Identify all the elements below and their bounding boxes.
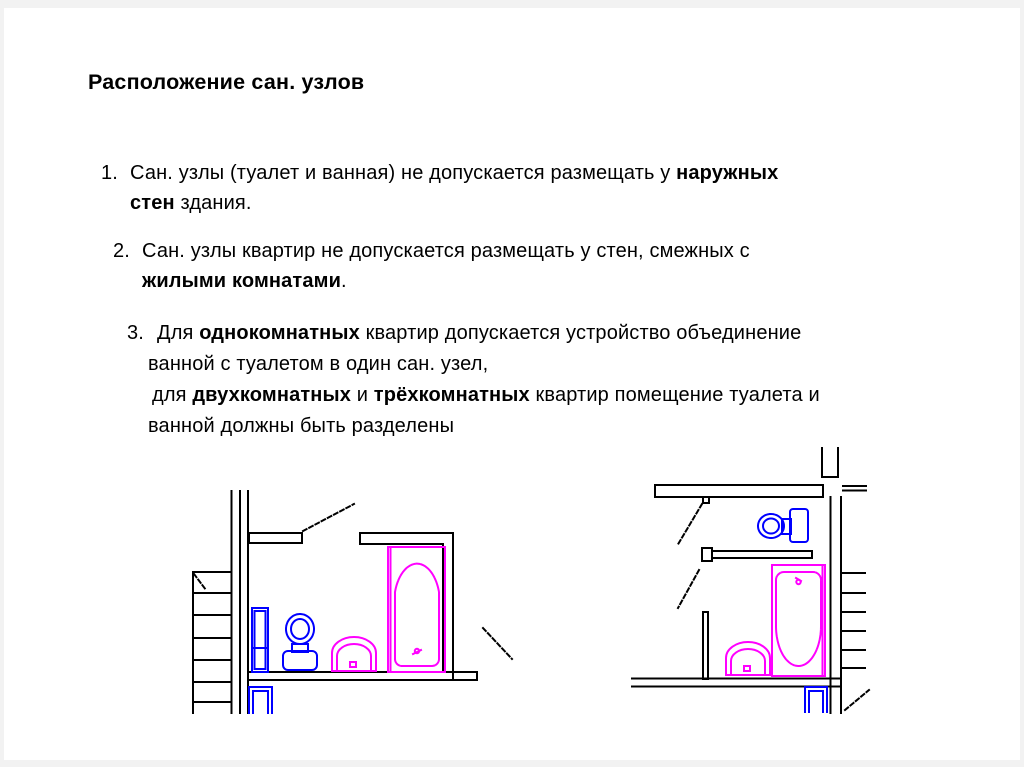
exterior-wall <box>631 447 867 714</box>
door-swing-icon <box>676 568 701 610</box>
slide-edge-left <box>0 0 4 767</box>
slide-title: Расположение сан. узлов <box>88 70 365 94</box>
floor-plan-combined-bathroom <box>192 490 514 714</box>
sink-icon <box>725 641 771 676</box>
list-item-1-number: 1. <box>101 162 118 184</box>
riser-shaft-icon <box>251 607 269 673</box>
exterior-wall <box>230 490 249 714</box>
list-item-3-text: Для однокомнатных квартир допускается ус… <box>148 322 820 437</box>
list-item-3-number: 3. <box>127 322 144 344</box>
stairs-icon <box>192 571 232 714</box>
door-frame-icon <box>248 686 273 714</box>
door-swing-icon <box>675 502 704 548</box>
door-swing-icon <box>481 626 514 661</box>
bathtub-icon <box>771 564 826 677</box>
door-swing-icon <box>843 688 871 712</box>
riser-shaft-icon <box>811 503 829 558</box>
toilet-icon <box>282 613 318 671</box>
floor-plan-separate-toilet-bathroom <box>631 447 871 714</box>
sink-icon <box>331 636 377 672</box>
slide-edge-bottom <box>0 760 1024 767</box>
stairs-icon <box>840 572 866 669</box>
slide-edge-top <box>0 0 1024 8</box>
door-frame-icon <box>804 686 828 713</box>
slide-edge-right <box>1020 0 1024 767</box>
door-swing-icon <box>301 502 356 533</box>
list-item-2-text: Сан. узлы квартир не допускается размеща… <box>142 240 750 292</box>
toilet-icon <box>757 508 809 543</box>
list-item-1-text: Сан. узлы (туалет и ванная) не допускает… <box>130 162 779 214</box>
list-item-2-number: 2. <box>113 240 130 262</box>
partition-wall <box>701 496 813 680</box>
bathtub-icon <box>387 546 446 673</box>
